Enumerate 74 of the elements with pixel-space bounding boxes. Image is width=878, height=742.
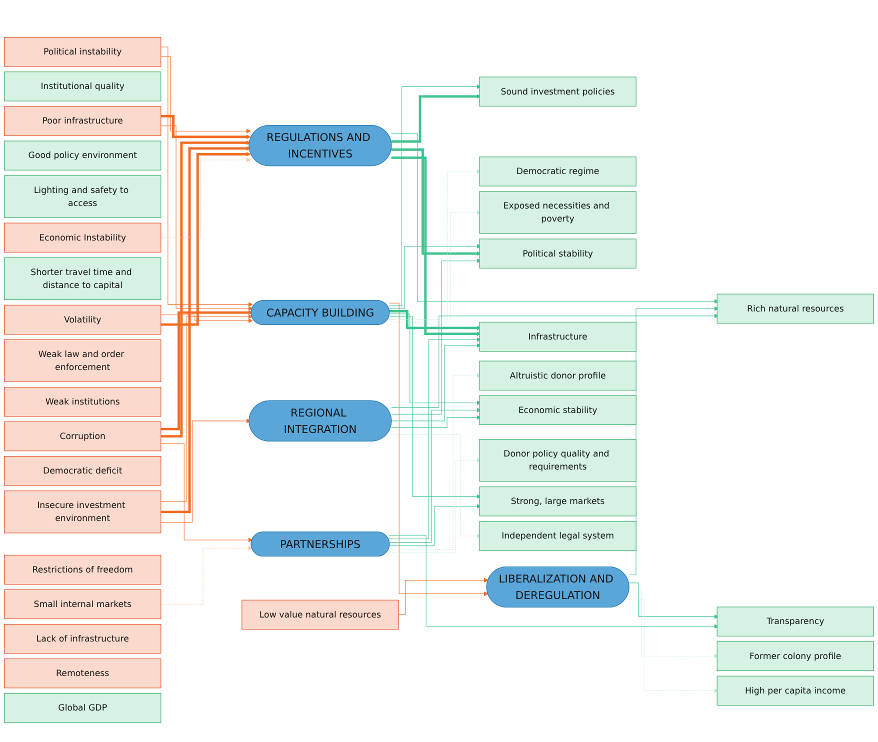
arrow bbox=[160, 158, 251, 238]
arrow bbox=[160, 310, 253, 430]
arrow bbox=[160, 443, 253, 542]
arrow bbox=[391, 343, 482, 422]
node-box: Remoteness bbox=[4, 658, 162, 688]
node-box: Good policy environment bbox=[4, 140, 162, 170]
arrow bbox=[391, 94, 482, 143]
node-box: Lack of infrastructure bbox=[4, 624, 162, 654]
node-box: Lighting and safety to access bbox=[4, 175, 162, 218]
node-box: Poor infrastructure bbox=[4, 106, 162, 136]
node-box: Rich natural resources bbox=[716, 294, 874, 324]
arrow bbox=[160, 314, 253, 502]
arrow bbox=[391, 133, 719, 304]
arrow bbox=[389, 373, 482, 550]
arrow bbox=[160, 46, 253, 307]
arrow bbox=[389, 310, 482, 330]
node-box: Restrictions of freedom bbox=[4, 554, 162, 585]
node-box: Insecure investment environment bbox=[4, 490, 162, 534]
node-box: Strong, large markets bbox=[479, 486, 636, 516]
arrow bbox=[398, 578, 488, 615]
arrow bbox=[389, 210, 482, 322]
arrow bbox=[628, 598, 719, 694]
arrow bbox=[391, 156, 482, 336]
arrow bbox=[391, 415, 482, 428]
arrow bbox=[160, 314, 253, 324]
arrow bbox=[160, 140, 251, 438]
node-box: Altruistic donor profile bbox=[479, 360, 636, 390]
arrow bbox=[389, 84, 482, 306]
arrow bbox=[389, 504, 482, 546]
node-box: Political stability bbox=[479, 238, 636, 268]
arrow bbox=[391, 148, 482, 256]
arrow bbox=[160, 146, 251, 514]
node-box: Low value natural resources bbox=[242, 600, 399, 630]
node-box: Democratic deficit bbox=[4, 456, 162, 486]
node-box: Political instability bbox=[4, 37, 162, 67]
node-box: Weak law and order enforcement bbox=[4, 339, 162, 382]
node-box: Former colony profile bbox=[716, 641, 874, 671]
arrow bbox=[389, 316, 482, 499]
node-box: Economic stability bbox=[479, 395, 636, 425]
node-box: Independent legal system bbox=[479, 521, 636, 551]
node-box: Corruption bbox=[4, 422, 162, 452]
node-box: Transparency bbox=[716, 606, 874, 636]
arrow bbox=[160, 56, 251, 134]
arrow bbox=[389, 458, 482, 553]
node-box: Sound investment policies bbox=[479, 76, 636, 106]
arrow bbox=[391, 314, 719, 408]
arrow bbox=[389, 535, 719, 629]
node-box: Global GDP bbox=[4, 693, 162, 723]
node-box: Exposed necessities and poverty bbox=[479, 191, 636, 234]
arrow bbox=[389, 408, 482, 543]
arrow bbox=[391, 434, 482, 538]
arrow bbox=[160, 114, 251, 140]
node-box: Shorter travel time and distance to capital bbox=[4, 257, 162, 300]
node-box: Volatility bbox=[4, 304, 162, 335]
arrow bbox=[391, 258, 482, 414]
node-box: Donor policy quality and requirements bbox=[479, 439, 636, 482]
node-box: Weak institutions bbox=[4, 386, 162, 417]
node-box: Economic Instability bbox=[4, 222, 162, 252]
node-box: Small internal markets bbox=[4, 589, 162, 620]
node-box: Infrastructure bbox=[479, 322, 636, 352]
arrow bbox=[628, 582, 719, 620]
arrow bbox=[160, 126, 253, 311]
arrow bbox=[628, 590, 719, 658]
arrow bbox=[389, 314, 482, 406]
arrow bbox=[389, 169, 482, 320]
arrow bbox=[389, 302, 488, 596]
arrow bbox=[160, 546, 253, 605]
node-box: Democratic regime bbox=[479, 156, 636, 186]
arrow bbox=[160, 152, 251, 326]
node-box: Institutional quality bbox=[4, 72, 162, 102]
node-box: High per capita income bbox=[716, 676, 874, 706]
arrow bbox=[389, 244, 482, 309]
arrow bbox=[160, 418, 251, 523]
arrow bbox=[389, 337, 482, 540]
